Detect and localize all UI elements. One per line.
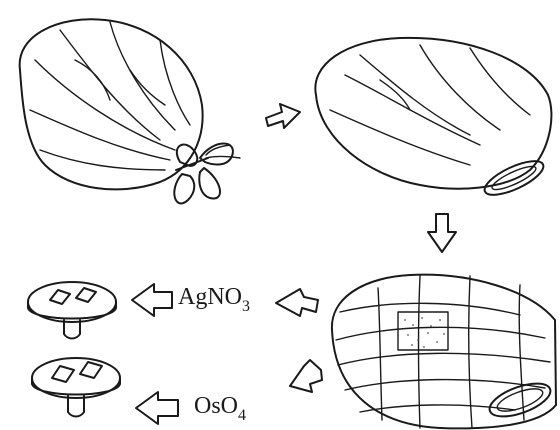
butterfly-icon: [174, 144, 240, 204]
arrow-lower-left-icon: [290, 360, 322, 392]
sectioned-shell: [332, 275, 556, 429]
arrow-upper-left-icon: [276, 289, 318, 316]
svg-text:OsO4: OsO4: [194, 393, 246, 424]
specimen-stub-bottom: [32, 358, 120, 417]
silver-nitrate-label: AgNO: [178, 284, 242, 310]
arrow-left-icon-bottom: [136, 392, 178, 424]
osmium-tetroxide-label: OsO: [194, 393, 238, 419]
leaf-with-butterfly: [20, 19, 240, 203]
osmium-tetroxide-subscript: 4: [238, 407, 246, 424]
arrow-down-icon: [428, 214, 456, 252]
arrow-right-icon: [266, 104, 300, 128]
svg-text:AgNO3: AgNO3: [178, 284, 250, 315]
silver-nitrate-subscript: 3: [242, 298, 250, 315]
specimen-stub-top: [28, 282, 116, 339]
closed-shell: [315, 38, 551, 202]
arrow-left-icon-top: [132, 284, 172, 316]
